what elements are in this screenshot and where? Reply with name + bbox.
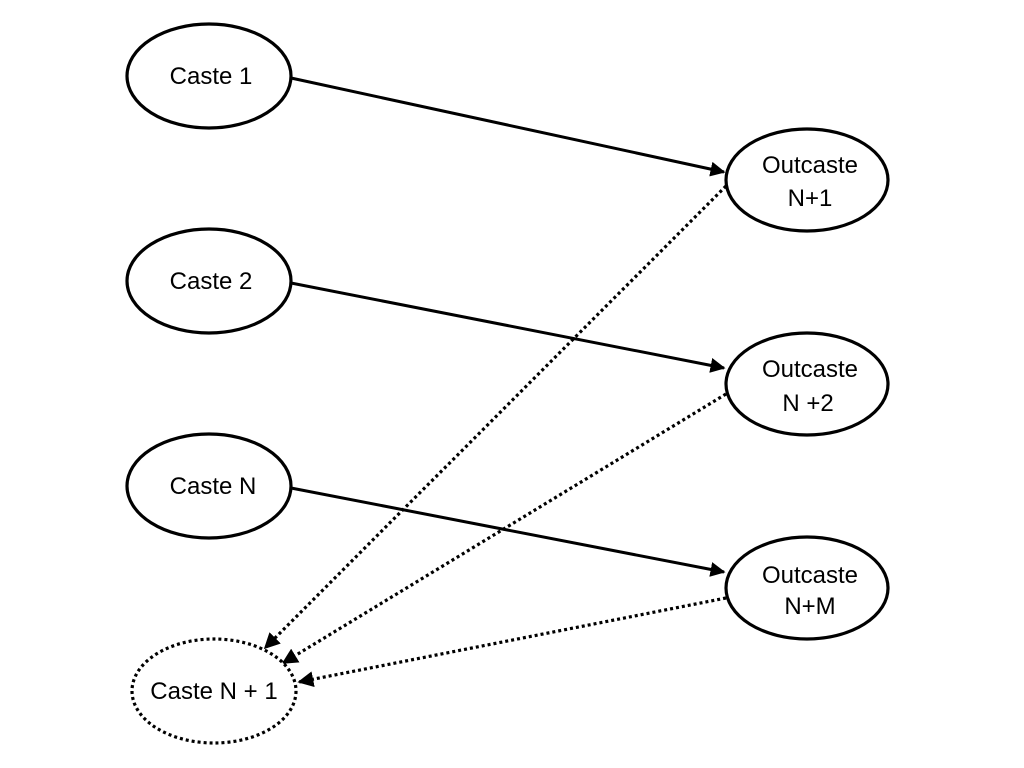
node-caste-n-plus-1-ellipse <box>130 637 298 745</box>
node-outcaste-nm: Outcaste N+M <box>724 535 890 641</box>
edge-caste2-to-outcaste-n2 <box>290 281 726 373</box>
node-outcaste-nm-ellipse <box>724 535 890 641</box>
node-caste-n-plus-1: Caste N + 1 <box>130 637 298 745</box>
edge-caste1-to-outcaste-n1 <box>290 76 726 177</box>
node-caste-2-label: Caste 2 <box>170 268 253 295</box>
node-outcaste-n1-line2: N+1 <box>788 185 833 212</box>
node-outcaste-n1: Outcaste N+1 <box>724 127 890 233</box>
edge-outcaste-n1-to-casten1 <box>263 184 728 650</box>
edge-outcaste-n2-to-casten1 <box>281 392 727 665</box>
node-outcaste-n2-line2: N +2 <box>782 390 833 417</box>
node-outcaste-n2-line1: Outcaste <box>762 356 858 383</box>
node-outcaste-n1-ellipse <box>724 127 890 233</box>
node-outcaste-n1-line1: Outcaste <box>762 152 858 179</box>
node-outcaste-nm-line2: N+M <box>784 593 835 620</box>
node-outcaste-nm-line1: Outcaste <box>762 562 858 589</box>
node-caste-n-ellipse <box>125 432 293 540</box>
node-outcaste-n2-ellipse <box>724 331 890 437</box>
node-caste-1: Caste 1 <box>125 22 293 130</box>
node-caste-2-ellipse <box>125 227 293 335</box>
node-outcaste-n2: Outcaste N +2 <box>724 331 890 437</box>
node-caste-2: Caste 2 <box>125 227 293 335</box>
node-caste-1-label: Caste 1 <box>170 63 253 90</box>
edges <box>263 76 728 688</box>
edge-outcaste-nm-to-casten1 <box>297 596 727 688</box>
node-caste-n: Caste N <box>125 432 293 540</box>
node-caste-n-label: Caste N <box>170 473 257 500</box>
node-caste-n-plus-1-label: Caste N + 1 <box>150 678 277 705</box>
edge-casten-to-outcaste-nm <box>290 486 726 577</box>
node-caste-1-ellipse <box>125 22 293 130</box>
